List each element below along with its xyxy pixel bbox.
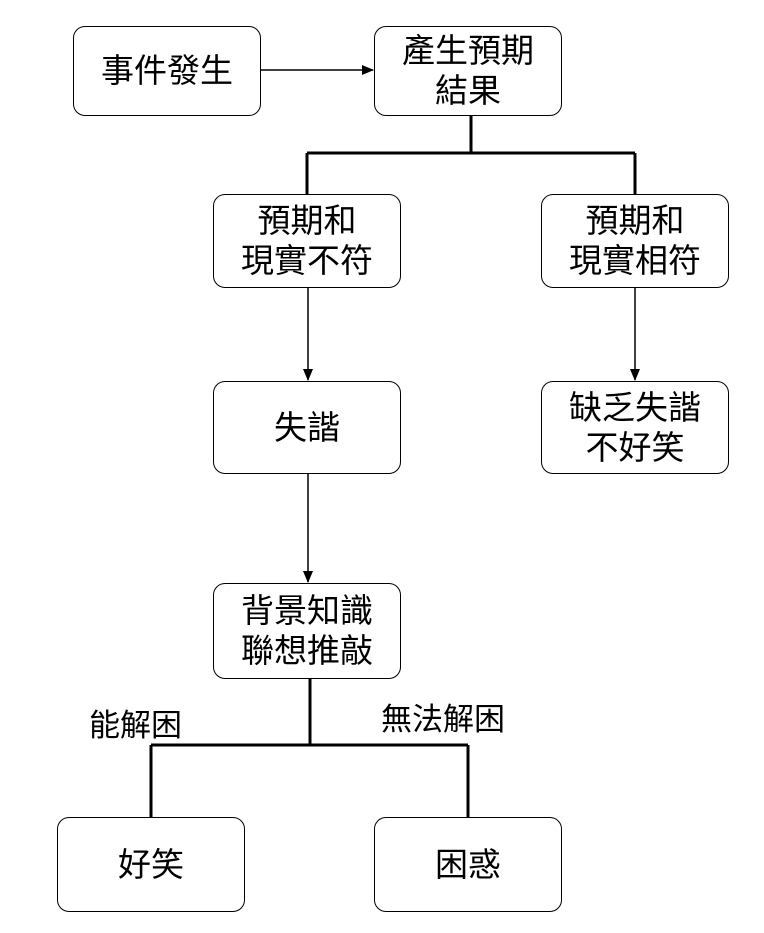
split-connector-reasoning xyxy=(149,679,470,817)
node-no-incongruity-line-2: 不好笑 xyxy=(585,427,685,467)
node-expect-line-1: 產生預期 xyxy=(402,31,534,70)
node-funny-line-1: 好笑 xyxy=(118,844,184,884)
node-event-line-1: 事件發生 xyxy=(101,51,233,90)
edge-label-cannot-resolve: 無法解困 xyxy=(381,702,505,738)
node-reasoning: 背景知識 聯想推敲 xyxy=(213,583,401,679)
node-confused-line-1: 困惑 xyxy=(435,844,501,884)
node-no-incongruity-line-1: 缺乏失諧 xyxy=(569,387,701,427)
node-mismatch-line-1: 預期和 xyxy=(257,201,357,240)
node-incongruity: 失諧 xyxy=(213,381,401,474)
node-funny: 好笑 xyxy=(57,817,245,912)
node-reasoning-line-2: 聯想推敲 xyxy=(241,631,373,670)
node-expect-line-2: 結果 xyxy=(435,71,501,110)
split-connector-expect xyxy=(305,116,637,194)
node-reasoning-line-1: 背景知識 xyxy=(241,591,373,630)
node-match: 預期和 現實相符 xyxy=(541,194,729,288)
node-match-line-1: 預期和 xyxy=(585,201,685,240)
node-match-line-2: 現實相符 xyxy=(569,241,701,280)
node-incongruity-line-1: 失諧 xyxy=(274,407,340,447)
node-expect: 產生預期 結果 xyxy=(374,26,562,116)
node-mismatch-line-2: 現實不符 xyxy=(241,241,373,280)
node-confused: 困惑 xyxy=(374,817,562,912)
edge-label-can-resolve: 能解困 xyxy=(89,708,182,744)
node-event: 事件發生 xyxy=(73,26,261,116)
node-no-incongruity: 缺乏失諧 不好笑 xyxy=(541,381,729,474)
node-mismatch: 預期和 現實不符 xyxy=(213,194,401,288)
